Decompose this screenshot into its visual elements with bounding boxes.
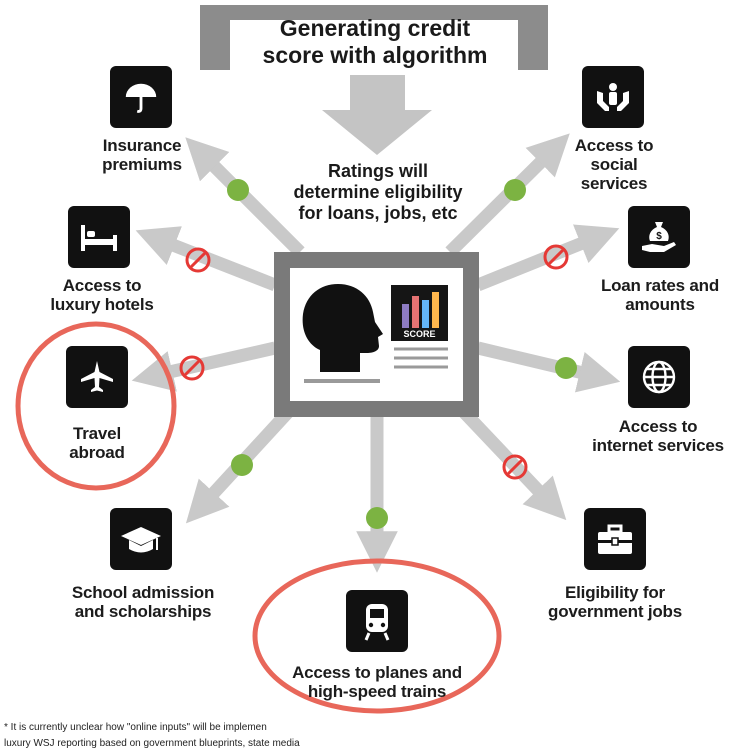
- highlight-ring-trains: [252, 558, 502, 714]
- arrow-insurance: [185, 137, 305, 257]
- footnote-line-1: * It is currently unclear how "online in…: [4, 722, 267, 733]
- briefcase-icon: [584, 508, 646, 570]
- airplane-icon: [66, 346, 128, 408]
- arrow-loans: [475, 224, 620, 292]
- header-banner: [200, 5, 548, 70]
- label-hotels: Access to luxury hotels: [50, 276, 154, 314]
- label-school: School admission and scholarships: [71, 583, 215, 621]
- label-govjobs: Eligibility for government jobs: [548, 583, 682, 621]
- allowed-dot-trains: [366, 507, 388, 529]
- money-bag-hand-icon: $: [628, 206, 690, 268]
- label-insurance: Insurance premiums: [102, 136, 182, 174]
- label-travel: Travel abroad: [69, 424, 125, 462]
- label-social: Access to social services: [574, 136, 654, 193]
- center-monitor: [274, 252, 479, 417]
- header-down-arrow: [322, 75, 432, 155]
- status-markers: [179, 179, 577, 529]
- arrow-social: [445, 133, 570, 257]
- arrow-internet: [476, 341, 621, 393]
- umbrella-icon: [110, 66, 172, 128]
- diagram-title: Generating credit score with algorithm: [262, 15, 488, 68]
- allowed-dot-social: [504, 179, 526, 201]
- svg-text:$: $: [656, 231, 662, 242]
- graduation-cap-icon: [110, 508, 172, 570]
- diagram-subtitle: Ratings will determine eligibility for l…: [293, 161, 463, 223]
- allowed-dot-internet: [555, 357, 577, 379]
- bed-icon: [68, 206, 130, 268]
- head-silhouette-icon: [302, 284, 383, 372]
- label-trains: Access to planes and high-speed trains: [292, 663, 462, 701]
- highlight-ring-travel: [15, 321, 177, 491]
- blocked-icon-hotels: [185, 247, 211, 273]
- arrow-travel: [131, 341, 277, 392]
- score-label: SCORE: [403, 329, 436, 339]
- blocked-icon-govjobs: [502, 454, 528, 480]
- allowed-dot-insurance: [227, 179, 249, 201]
- label-internet: Access to internet services: [592, 417, 724, 455]
- train-icon: [346, 590, 408, 652]
- footnote-line-2: luxury WSJ reporting based on government…: [4, 738, 300, 749]
- blocked-icon-travel: [179, 355, 205, 381]
- globe-icon: [628, 346, 690, 408]
- label-loans: Loan rates and amounts: [600, 276, 720, 314]
- arrow-hotels: [135, 226, 278, 292]
- blocked-icon-loans: [543, 244, 569, 270]
- hands-person-icon: [582, 66, 644, 128]
- allowed-dot-school: [231, 454, 253, 476]
